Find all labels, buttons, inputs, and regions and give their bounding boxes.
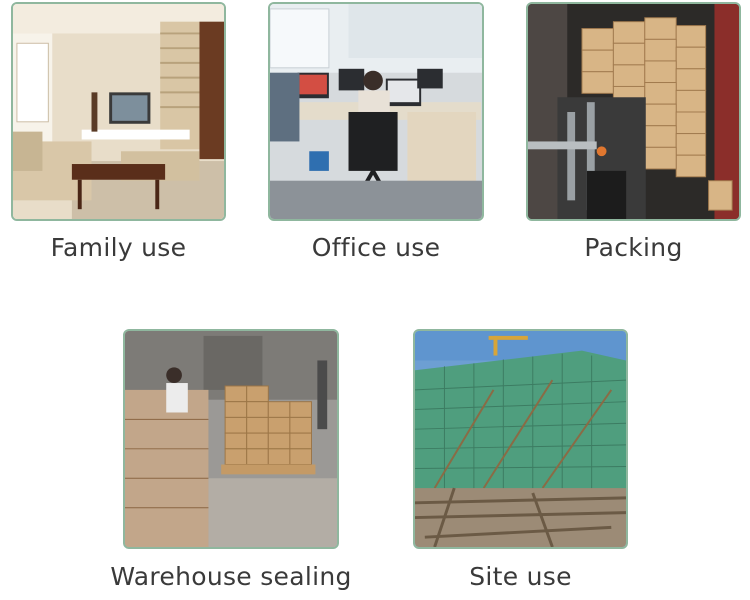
photo-site-use: [413, 329, 628, 549]
forklift-cartons-photo: [528, 4, 739, 219]
caption-warehouse-sealing: Warehouse sealing: [110, 562, 352, 591]
construction-netting-photo: [415, 331, 626, 547]
pallet-wrapped-boxes-photo: [125, 331, 337, 547]
caption-site-use: Site use: [469, 562, 572, 591]
photo-warehouse-sealing: [123, 329, 339, 549]
office-workstations-photo: [270, 4, 482, 219]
caption-office-use: Office use: [311, 233, 441, 262]
photo-office-use: [268, 2, 484, 221]
photo-packing: [526, 2, 741, 221]
caption-packing: Packing: [584, 233, 683, 262]
photo-family-use: [11, 2, 226, 221]
living-room-photo: [13, 4, 224, 219]
caption-family-use: Family use: [50, 233, 187, 262]
